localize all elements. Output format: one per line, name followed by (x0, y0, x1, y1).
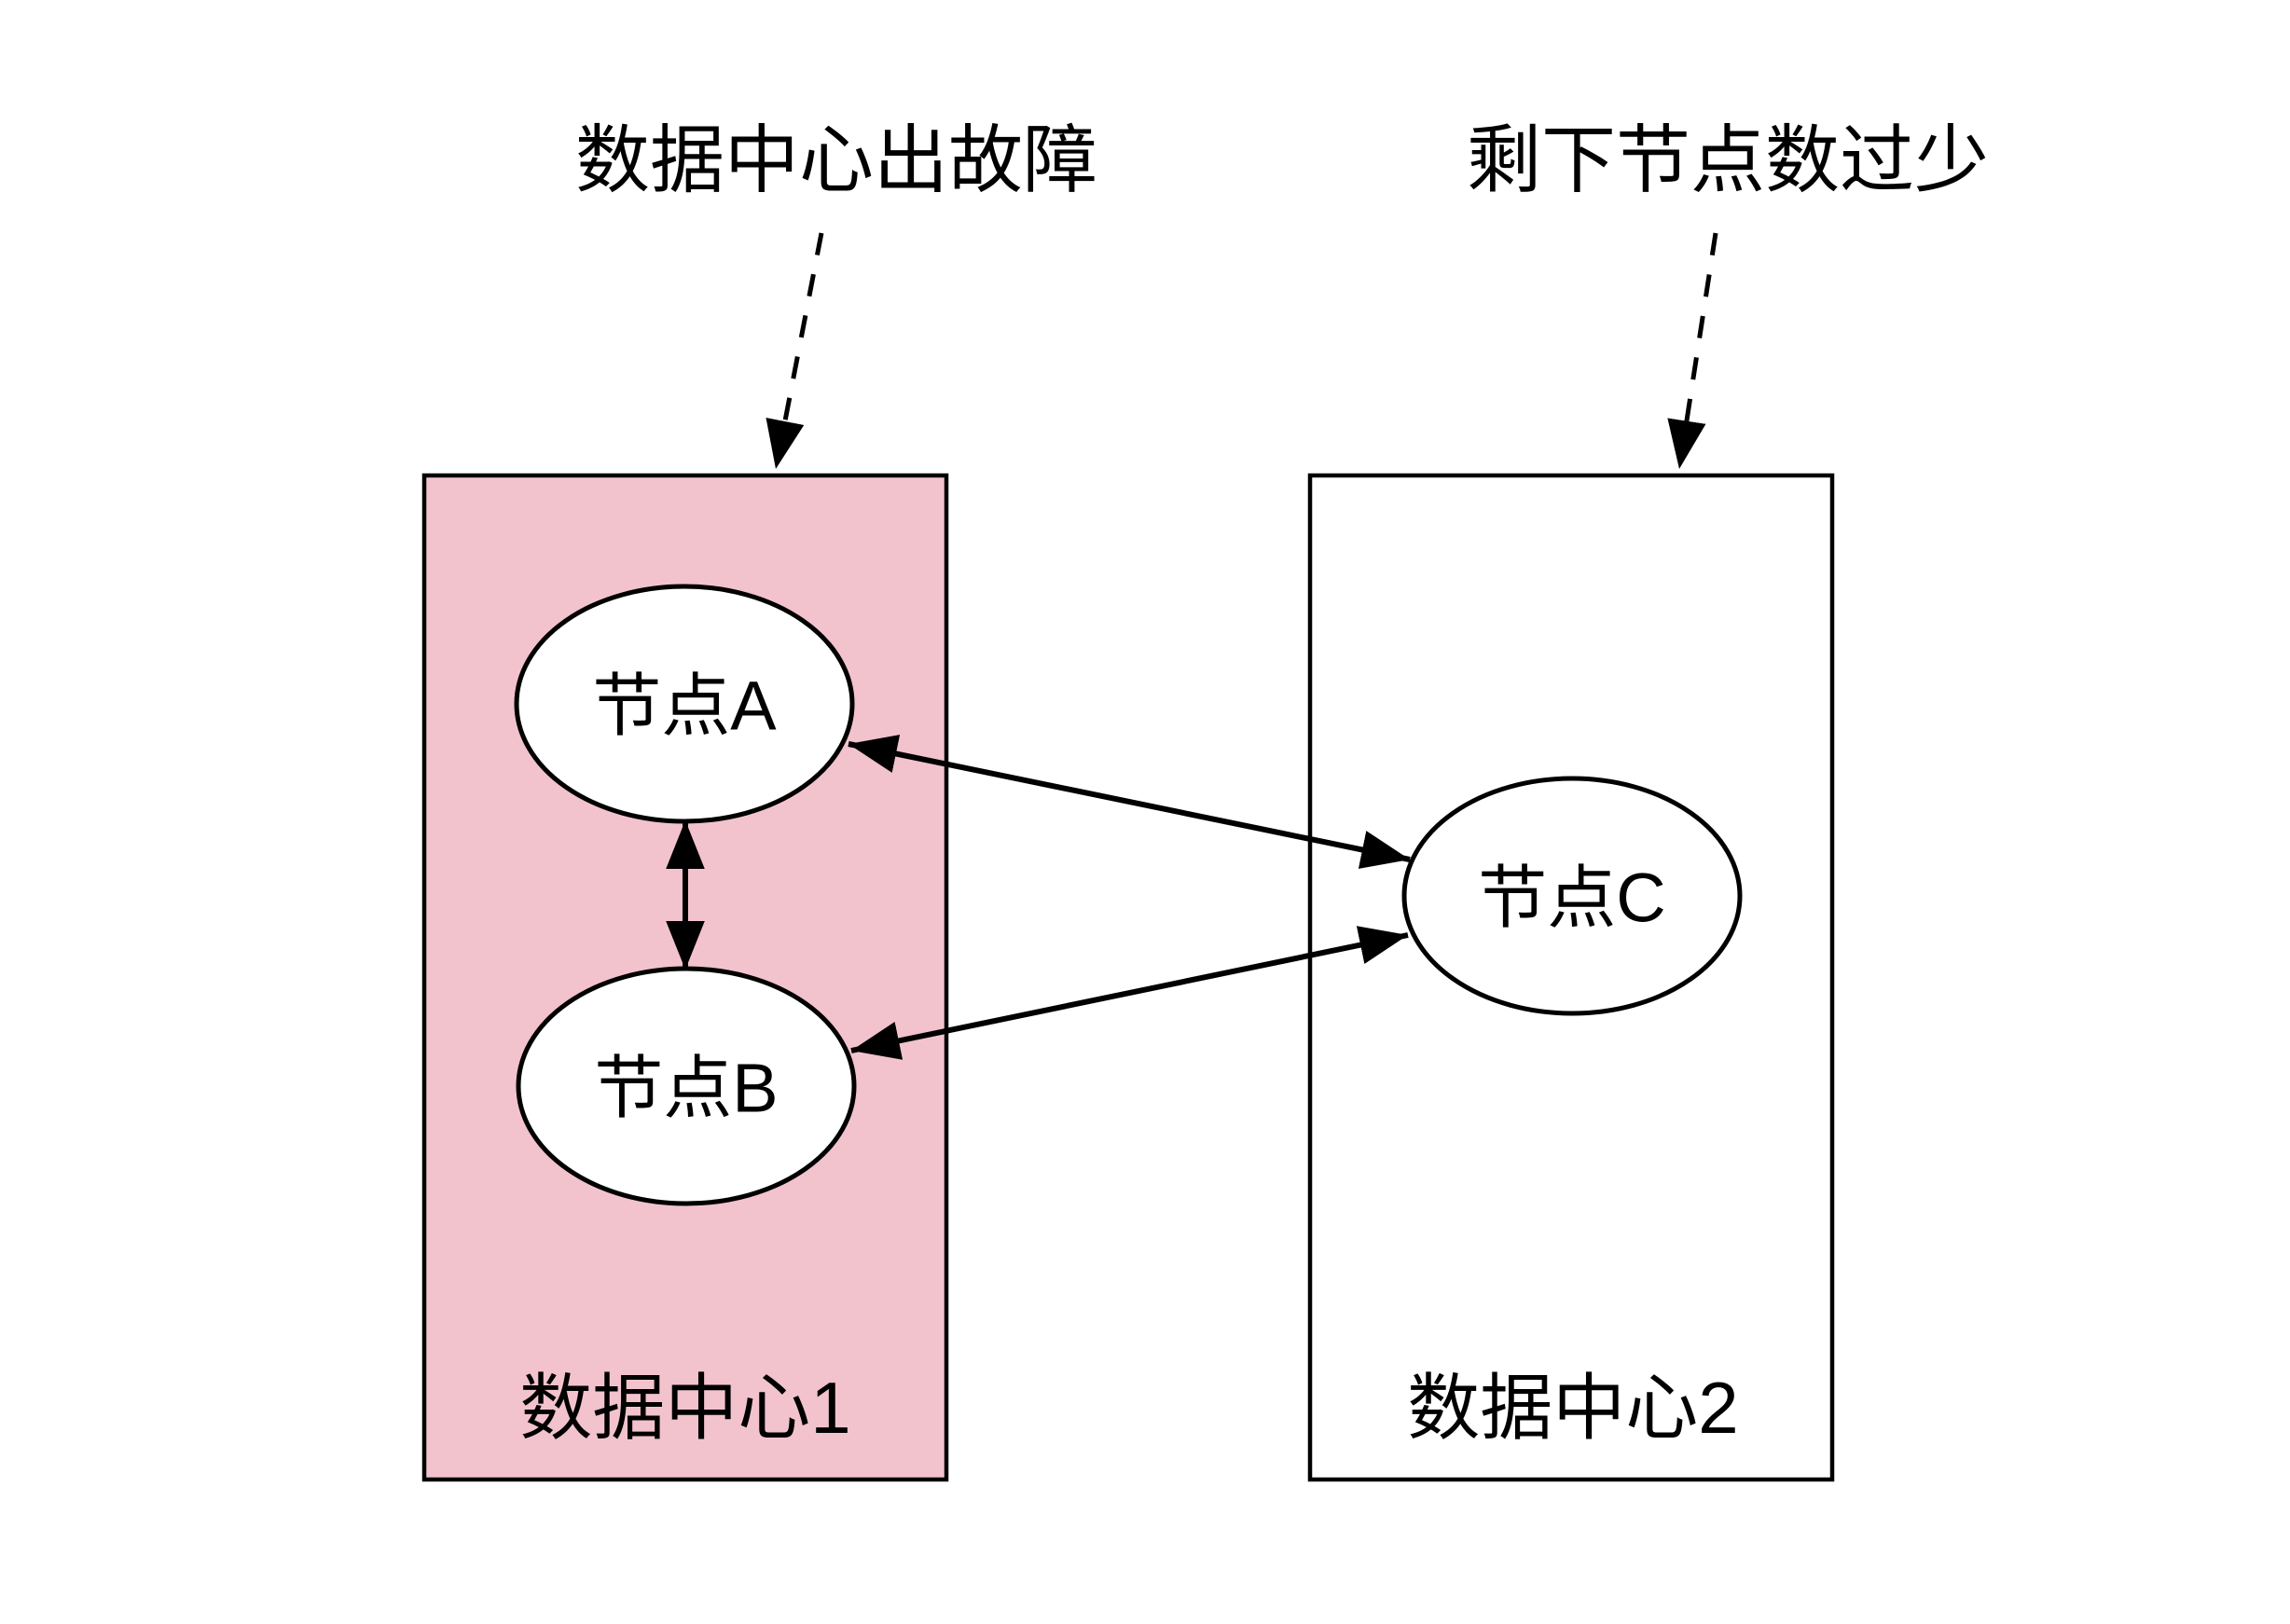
annotation-label-left: 数据中心出故障 (575, 119, 1097, 202)
annotation-arrow-left-icon (766, 232, 824, 470)
edge-node-b-node-c (850, 926, 1409, 1060)
node-a-ellipse (514, 584, 855, 824)
edge-node-a-node-c (848, 735, 1411, 869)
node-b-ellipse (516, 966, 857, 1206)
node-a-label: 节点A (592, 667, 777, 745)
annotation-arrow-right-icon (1667, 232, 1718, 470)
datacenter-1-label: 数据中心1 (519, 1367, 850, 1449)
annotation-label-right: 剩下节点数过少 (1467, 119, 1989, 202)
node-c-ellipse (1401, 776, 1743, 1016)
datacenter-2-label: 数据中心2 (1407, 1367, 1738, 1449)
node-b-label: 节点B (594, 1050, 778, 1127)
node-c-label: 节点C (1478, 860, 1665, 937)
